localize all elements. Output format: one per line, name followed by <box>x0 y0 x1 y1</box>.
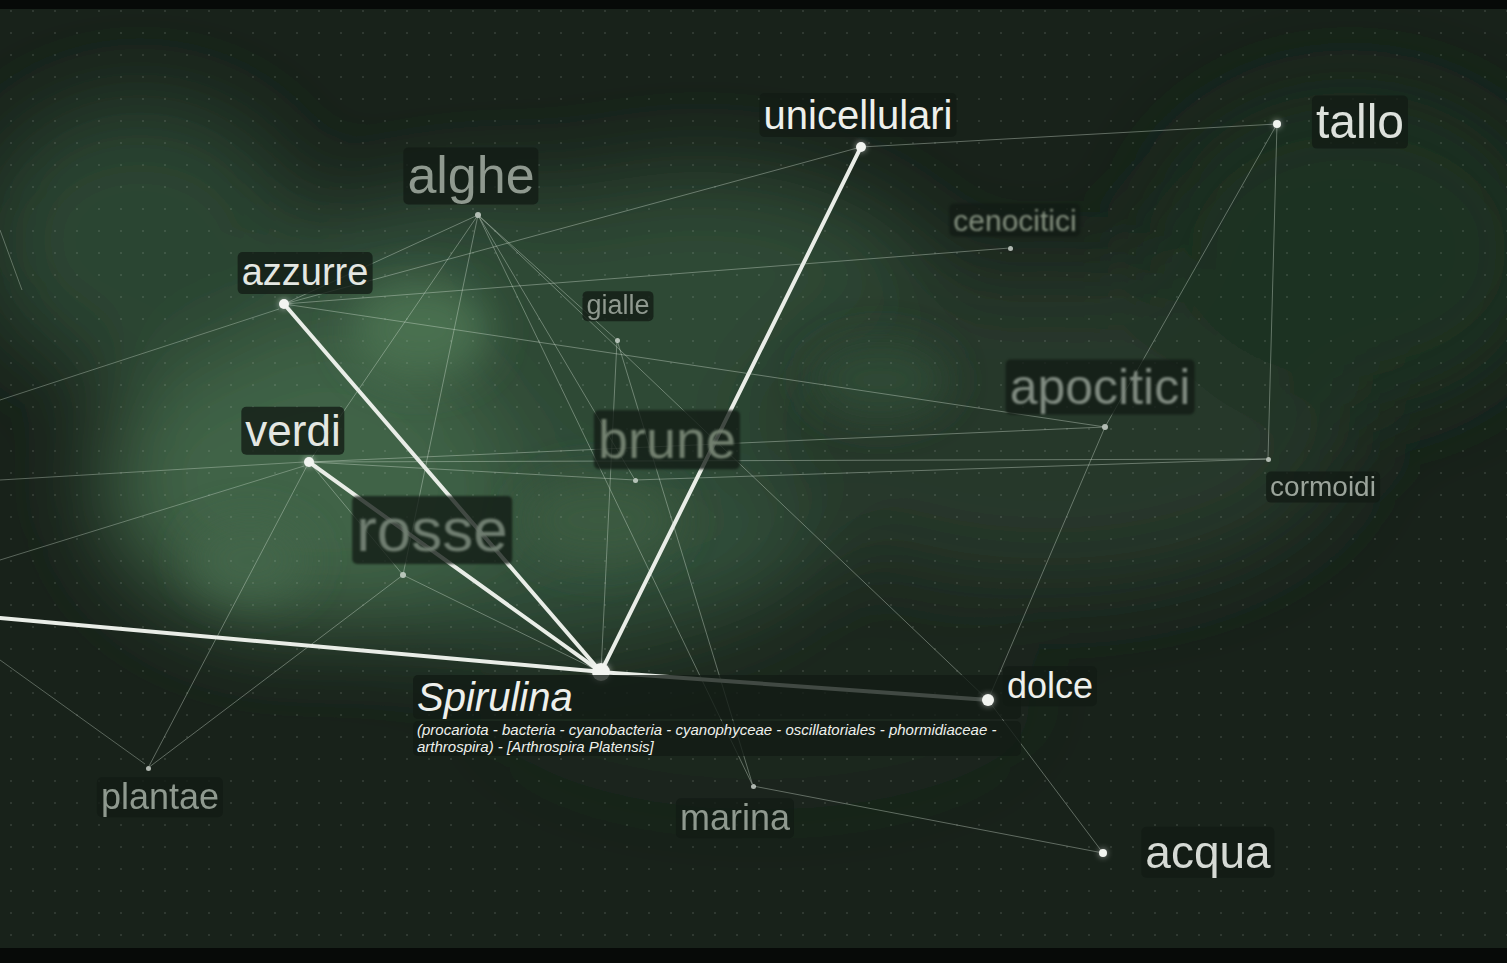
term-text: azzurre <box>238 252 373 294</box>
term-node: azzurre <box>279 299 289 309</box>
link-line <box>0 466 304 560</box>
term-label: rosse <box>352 496 512 564</box>
term-label: plantae <box>97 777 223 817</box>
connector-line <box>289 148 856 302</box>
connector-line <box>480 217 983 696</box>
term-node: unicellulari <box>856 142 866 152</box>
term-label: Spirulina(procariota - bacteria - cyanob… <box>413 675 1021 756</box>
term-node: cormoidi <box>1266 457 1271 462</box>
link-line <box>0 462 304 480</box>
term-text: acqua <box>1141 827 1274 878</box>
term-node: tallo <box>1273 120 1281 128</box>
term-label: dolce <box>1003 666 1097 706</box>
link-line <box>0 660 145 764</box>
link-line <box>0 309 279 400</box>
connector-line <box>289 305 1102 427</box>
main-connector <box>313 465 594 667</box>
term-text: dolce <box>1003 666 1097 706</box>
connector-line <box>149 466 307 765</box>
term-text: tallo <box>1312 96 1408 149</box>
term-text: verdi <box>241 407 344 455</box>
term-node: apocitici <box>1102 424 1108 430</box>
top-band <box>0 0 1507 9</box>
main-link-offscreen <box>0 618 592 671</box>
term-label: unicellulari <box>760 93 957 137</box>
term-label: brune <box>594 410 740 469</box>
term-text: plantae <box>97 777 223 817</box>
connector-line <box>314 462 633 480</box>
term-text: brune <box>594 410 740 469</box>
term-node: gialle <box>615 338 620 343</box>
term-node: alghe <box>475 212 481 218</box>
term-node: rosse <box>400 572 406 578</box>
term-text: alghe <box>403 147 538 204</box>
term-node: dolce <box>982 694 994 706</box>
term-text: cormoidi <box>1266 472 1380 503</box>
term-text: Spirulina <box>413 675 1021 719</box>
term-node: Spirulina(procariota - bacteria - cyanob… <box>592 663 610 681</box>
term-label: marina <box>676 798 794 838</box>
term-text: rosse <box>352 496 512 564</box>
term-text: apocitici <box>1006 360 1195 415</box>
term-label: tallo <box>1312 96 1408 149</box>
main-connector <box>605 151 859 663</box>
term-node: acqua <box>1099 849 1107 857</box>
term-label: azzurre <box>238 252 373 294</box>
term-label: apocitici <box>1006 360 1195 415</box>
term-node: verdi <box>304 457 314 467</box>
connector-line <box>1268 128 1277 457</box>
connector-line <box>314 459 1266 462</box>
term-node: brune <box>633 478 638 483</box>
term-label: verdi <box>241 407 344 455</box>
term-label: alghe <box>403 147 538 204</box>
connector-line <box>601 342 616 663</box>
term-node: plantae <box>146 766 151 771</box>
term-node: marina <box>751 784 756 789</box>
connector-line <box>150 577 401 767</box>
term-text: cenocitici <box>949 204 1080 237</box>
link-line <box>0 230 22 290</box>
term-node: cenocitici <box>1008 246 1013 251</box>
term-label: cenocitici <box>949 204 1080 237</box>
bottom-band <box>0 948 1507 963</box>
connector-line <box>755 786 1099 852</box>
term-label: acqua <box>1141 827 1274 878</box>
connector-line <box>406 576 593 668</box>
term-label: gialle <box>582 291 653 321</box>
term-text: marina <box>676 798 794 838</box>
term-text: unicellulari <box>760 93 957 137</box>
term-label: cormoidi <box>1266 472 1380 503</box>
taxonomy-text: (procariota - bacteria - cyanobacteria -… <box>413 721 1021 756</box>
term-text: gialle <box>582 291 653 321</box>
connector-line <box>990 430 1103 695</box>
